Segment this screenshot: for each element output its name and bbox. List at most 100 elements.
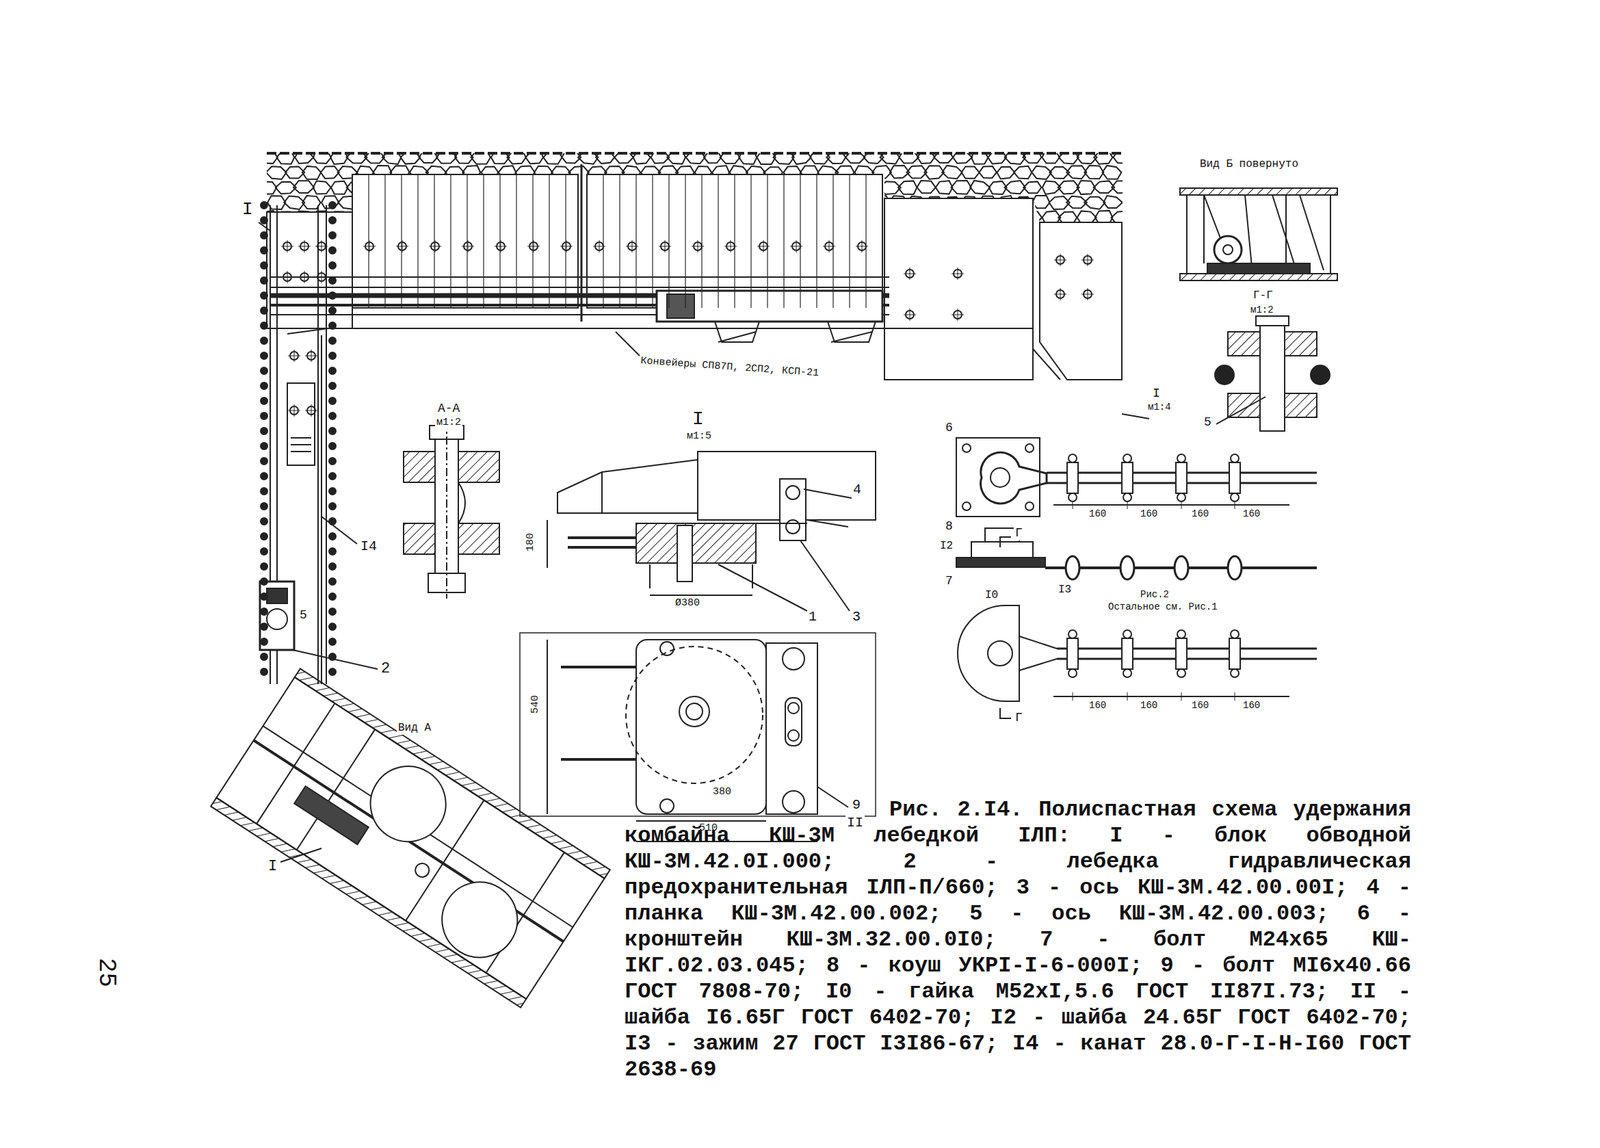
drawing-detail-part	[848, 174, 850, 308]
drawing-detail-part	[1072, 500, 1074, 509]
rock-hatching-part	[935, 180, 953, 194]
drawing-detail-part	[329, 653, 336, 661]
drawing-detail-part	[329, 397, 336, 405]
rope-fastening-part	[987, 640, 1013, 666]
drawing-detail-part	[311, 349, 312, 362]
drawing-detail-part	[1068, 630, 1077, 639]
drawing-detail-part	[1068, 454, 1077, 463]
drawing-detail-part	[766, 174, 768, 308]
callout-label: 540	[530, 693, 542, 715]
drawing-detail-part	[329, 231, 336, 239]
drawing-detail-part	[329, 307, 336, 314]
drawing-detail-part	[1234, 692, 1236, 701]
rock-hatching-part	[1084, 197, 1106, 210]
drawing-detail-part	[730, 240, 732, 253]
drawing-detail-part	[260, 337, 268, 345]
mine-section-part	[266, 212, 353, 329]
detail-I-part	[546, 519, 548, 568]
detail-I-part	[807, 519, 849, 527]
drawing-detail-part	[1177, 454, 1186, 463]
drawing-detail-part	[565, 174, 566, 308]
drawing-detail-part	[433, 174, 435, 308]
drawing-detail-part	[466, 174, 468, 308]
drawing-detail-part	[260, 352, 268, 360]
mine-section-part	[321, 516, 358, 544]
mine-section-part	[615, 331, 640, 356]
drawing-detail-part	[533, 240, 535, 253]
view-b-part	[1244, 194, 1252, 267]
drawing-detail-part	[260, 412, 268, 420]
drawing-detail-part	[260, 322, 268, 330]
view-a-part	[294, 668, 611, 879]
detail-I-part	[560, 757, 637, 761]
callout-label: Конвейеры СП87П, 2СП2, КСП-21	[638, 355, 821, 380]
drawing-detail-part	[260, 397, 268, 405]
drawing-detail-part	[684, 174, 686, 308]
callout-label: 6	[943, 421, 955, 436]
drawing-detail-part	[329, 562, 336, 570]
drawing-detail-part	[1072, 692, 1074, 701]
drawing-detail-part	[1060, 287, 1061, 301]
mine-section-part	[827, 321, 876, 343]
rope-fastening-part	[1019, 636, 1057, 671]
drawing-detail-part	[260, 367, 268, 375]
view-b-part	[1329, 194, 1332, 274]
drawing-detail-part	[1177, 669, 1186, 678]
drawing-detail-part	[783, 174, 784, 308]
rock-hatching-part	[1023, 181, 1042, 193]
drawing-detail-part	[329, 201, 336, 209]
detail-I-part	[567, 536, 637, 540]
view-b-part	[1285, 194, 1287, 264]
rope-fastening-part	[971, 541, 1033, 558]
rock-hatching-part	[293, 180, 314, 193]
rock-hatching-part	[1084, 165, 1104, 179]
drawing-detail-part	[1121, 638, 1133, 670]
callout-label: 1	[807, 609, 819, 625]
rope-fastening-part	[1025, 502, 1034, 511]
drawing-detail-part	[329, 427, 336, 435]
rope-fastening-part	[1121, 413, 1150, 419]
callout-label: Остальное см. Рис.1	[1106, 601, 1219, 613]
drawing-detail-part	[861, 240, 863, 253]
drawing-detail-part	[1230, 669, 1239, 678]
callout-label: I	[266, 858, 279, 875]
drawing-detail-part	[1234, 500, 1236, 509]
detail-I-part	[752, 522, 808, 524]
detail-I-part	[660, 641, 674, 656]
callout-label: I3	[1056, 584, 1073, 597]
rock-hatching-part	[321, 195, 339, 209]
callout-label: 5	[298, 608, 309, 623]
rock-hatching-part	[266, 166, 287, 180]
drawing-detail-part	[260, 487, 268, 495]
rock-hatching-part	[1093, 180, 1116, 193]
callout-label: I4	[359, 539, 379, 555]
detail-I-part	[625, 646, 763, 784]
callout-label: 5	[1202, 415, 1213, 430]
section-a-a	[403, 420, 500, 599]
view-a-part	[294, 785, 369, 845]
drawing-detail-part	[260, 427, 268, 435]
rope-fastening-part	[956, 557, 1046, 568]
drawing-detail-part	[668, 174, 670, 308]
drawing-detail-part	[599, 240, 600, 253]
drawing-detail-part	[311, 404, 312, 417]
drawing-detail-part	[287, 240, 288, 253]
drawing-detail-part	[733, 174, 735, 308]
drawing-detail-part	[1123, 493, 1132, 502]
drawing-detail-part	[260, 668, 268, 676]
rope-fastening-part	[1053, 504, 1290, 506]
drawing-detail-part	[664, 240, 666, 253]
rope-fastening-part	[1000, 707, 1012, 719]
drawing-detail-part	[304, 240, 306, 253]
mine-section-part	[714, 321, 760, 343]
rock-hatching-part	[978, 166, 997, 178]
rope-fastening-part	[956, 437, 1040, 517]
drawing-detail-part	[329, 593, 336, 600]
callout-label: I2	[938, 540, 955, 553]
mine-section-part	[656, 290, 883, 322]
view-b-part	[1272, 194, 1297, 271]
drawing-detail-part	[1123, 669, 1132, 678]
drawing-detail-part	[321, 270, 323, 284]
rock-hatching-part	[313, 181, 332, 195]
rock-hatching-part	[961, 166, 980, 178]
